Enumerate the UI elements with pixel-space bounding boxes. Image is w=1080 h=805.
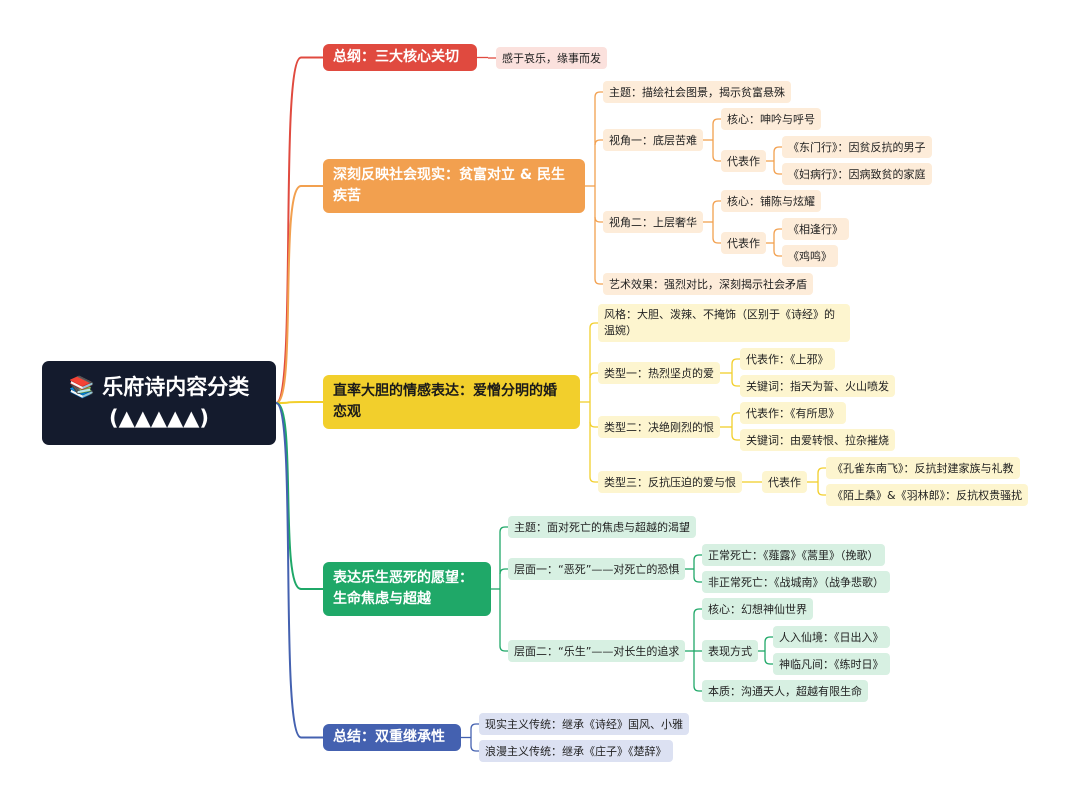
branch-emotion[interactable]: 直率大胆的情感表达：爱憎分明的婚恋观 xyxy=(323,375,580,429)
bracket-arm xyxy=(764,636,773,643)
bracket-arm xyxy=(589,421,598,428)
gods-to-earth[interactable]: 神临凡间：《练时日》 xyxy=(773,653,890,675)
normal-death[interactable]: 正常死亡：《薤露》《蒿里》（挽歌） xyxy=(702,544,885,566)
bracket-arm xyxy=(731,380,740,387)
view-two-core[interactable]: 核心：铺陈与炫耀 xyxy=(721,190,821,212)
view-two-works[interactable]: 代表作 xyxy=(721,232,766,254)
emotion-style[interactable]: 风格：大胆、泼辣、不掩饰（区别于《诗经》的温婉） xyxy=(598,304,850,342)
bracket-arm xyxy=(589,322,598,329)
branch-life-death[interactable]: 表达乐生恶死的愿望：生命焦虑与超越 xyxy=(323,562,491,616)
books-icon: 📚 xyxy=(68,375,95,399)
level-two-essence[interactable]: 本质：沟通天人，超越有限生命 xyxy=(702,680,868,702)
bracket-arm xyxy=(764,658,773,665)
work-xiangfengxing[interactable]: 《相逢行》 xyxy=(782,218,849,240)
root-topic[interactable]: 📚 乐府诗内容分类 (▲▲▲▲▲) xyxy=(42,361,276,445)
work-fubingxing[interactable]: 《妇病行》：因病致贫的家庭 xyxy=(782,163,932,185)
bracket-arm xyxy=(817,489,826,496)
overview-note[interactable]: 感于哀乐，缘事而发 xyxy=(496,47,607,69)
realism-tradition[interactable]: 现实主义传统：继承《诗经》国风、小雅 xyxy=(479,713,689,735)
branch-link xyxy=(275,402,323,590)
bracket-arm xyxy=(712,118,721,125)
bracket-arm xyxy=(594,91,603,98)
bracket-arm xyxy=(712,155,721,162)
level-two[interactable]: 层面二：“乐生”——对长生的追求 xyxy=(508,640,686,662)
work-moshangsang[interactable]: 《陌上桑》&《羽林郎》：反抗权贵骚扰 xyxy=(826,484,1029,506)
bracket-arm xyxy=(773,168,782,175)
bracket-arm xyxy=(817,467,826,474)
life-theme[interactable]: 主题：面对死亡的焦虑与超越的渴望 xyxy=(508,516,696,538)
bracket-arm xyxy=(693,576,702,583)
bracket-arm xyxy=(470,745,479,752)
level-one[interactable]: 层面一：“恶死”——对死亡的恐惧 xyxy=(508,558,686,580)
type-one-keywords[interactable]: 关键词：指天为誓、火山喷发 xyxy=(740,375,895,397)
bracket-arm xyxy=(589,476,598,483)
level-two-core[interactable]: 核心：幻想神仙世界 xyxy=(702,598,813,620)
artistic-effect[interactable]: 艺术效果：强烈对比，深刻揭示社会矛盾 xyxy=(603,273,813,295)
bracket-arm xyxy=(594,216,603,223)
root-title: 乐府诗内容分类 xyxy=(102,375,250,399)
abnormal-death[interactable]: 非正常死亡：《战城南》（战争悲歌） xyxy=(702,571,890,593)
human-to-fairyland[interactable]: 人入仙境：《日出入》 xyxy=(773,626,890,648)
bracket-arm xyxy=(773,250,782,257)
bracket-arm xyxy=(731,434,740,441)
view-one[interactable]: 视角一：底层苦难 xyxy=(603,129,703,151)
type-three-works[interactable]: 代表作 xyxy=(762,471,807,493)
bracket-arm xyxy=(773,228,782,235)
social-theme[interactable]: 主题：描绘社会图景，揭示贫富悬殊 xyxy=(603,81,791,103)
branch-link xyxy=(275,401,323,404)
expression-method[interactable]: 表现方式 xyxy=(702,640,758,662)
branch-summary[interactable]: 总结：双重继承性 xyxy=(323,724,461,751)
type-two-keywords[interactable]: 关键词：由爱转恨、拉杂摧烧 xyxy=(740,429,895,451)
root-subtitle: (▲▲▲▲▲) xyxy=(109,406,209,430)
type-three[interactable]: 类型三：反抗压迫的爱与恨 xyxy=(598,471,742,493)
bracket-arm xyxy=(731,412,740,419)
bracket-arm xyxy=(693,608,702,615)
bracket-arm xyxy=(499,568,508,575)
branch-link xyxy=(275,185,323,404)
bracket-arm xyxy=(594,139,603,146)
bracket-arm xyxy=(712,237,721,244)
type-two[interactable]: 类型二：决绝刚烈的恨 xyxy=(598,416,720,438)
bracket-arm xyxy=(773,146,782,153)
branch-link xyxy=(275,402,323,739)
branch-link xyxy=(275,56,323,404)
bracket-arm xyxy=(499,645,508,652)
view-one-core[interactable]: 核心：呻吟与呼号 xyxy=(721,108,821,130)
type-two-work[interactable]: 代表作：《有所思》 xyxy=(740,402,846,424)
bracket-arm xyxy=(499,526,508,533)
view-two[interactable]: 视角二：上层奢华 xyxy=(603,211,703,233)
view-one-works[interactable]: 代表作 xyxy=(721,150,766,172)
bracket-arm xyxy=(693,685,702,692)
work-dongmenxing[interactable]: 《东门行》：因贫反抗的男子 xyxy=(782,136,932,158)
romanticism-tradition[interactable]: 浪漫主义传统：继承《庄子》《楚辞》 xyxy=(479,740,673,762)
bracket-arm xyxy=(594,278,603,285)
type-one-work[interactable]: 代表作：《上邪》 xyxy=(740,348,835,370)
bracket-arm xyxy=(712,200,721,207)
branch-social-reality[interactable]: 深刻反映社会现实：贫富对立 & 民生疾苦 xyxy=(323,159,585,213)
bracket-arm xyxy=(693,554,702,561)
bracket-arm xyxy=(589,372,598,379)
work-jiming[interactable]: 《鸡鸣》 xyxy=(782,245,838,267)
bracket-arm xyxy=(731,358,740,365)
work-kongque[interactable]: 《孔雀东南飞》：反抗封建家族与礼教 xyxy=(826,457,1020,479)
bracket-arm xyxy=(470,723,479,730)
branch-overview[interactable]: 总纲：三大核心关切 xyxy=(323,44,477,71)
type-one[interactable]: 类型一：热烈坚贞的爱 xyxy=(598,362,720,384)
